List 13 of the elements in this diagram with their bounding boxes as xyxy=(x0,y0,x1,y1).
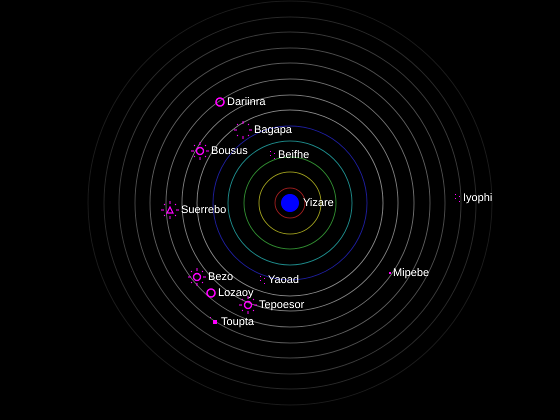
planet-label: Bezo xyxy=(208,272,234,282)
planet-label: Beifhe xyxy=(278,150,310,160)
planet-label: Toupta xyxy=(221,316,254,328)
planet-label: Dariinra xyxy=(227,96,266,108)
planet-label: Tepoesor xyxy=(259,300,304,310)
planet-label: Bagapa xyxy=(254,124,292,136)
planet-label: Yaoad xyxy=(268,274,299,286)
planet-label: Iyophi xyxy=(463,192,492,204)
planet-label: Yizare xyxy=(303,198,334,208)
planet-label: Lozaoy xyxy=(218,288,254,298)
planet-label: Bousus xyxy=(211,146,248,156)
planet-label: Suerrebo xyxy=(181,204,226,216)
planet-label: Mipebe xyxy=(393,268,430,278)
